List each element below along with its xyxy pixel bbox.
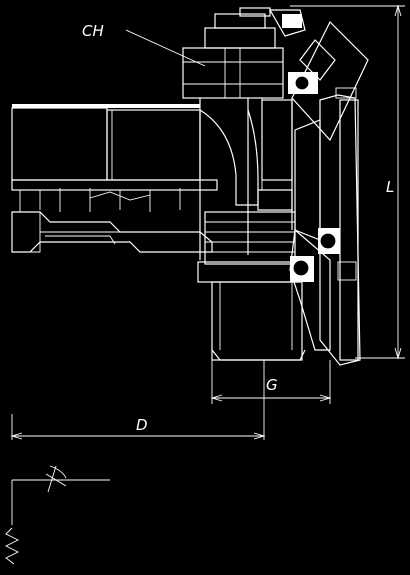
label-l: L (386, 178, 394, 196)
threaded-stub (197, 211, 306, 361)
label-g: G (266, 376, 278, 394)
hex-nut (182, 7, 306, 99)
sleeve-section (288, 20, 369, 366)
dimension-g: G (210, 360, 332, 404)
body-stem (199, 98, 293, 260)
dimension-d: D (10, 360, 266, 440)
label-ch: CH (82, 22, 104, 40)
horizontal-body (11, 104, 218, 253)
surface-symbol (4, 465, 110, 565)
ch-leader: CH (82, 22, 206, 67)
dimension-l: L (290, 4, 405, 360)
label-d: D (136, 416, 148, 434)
